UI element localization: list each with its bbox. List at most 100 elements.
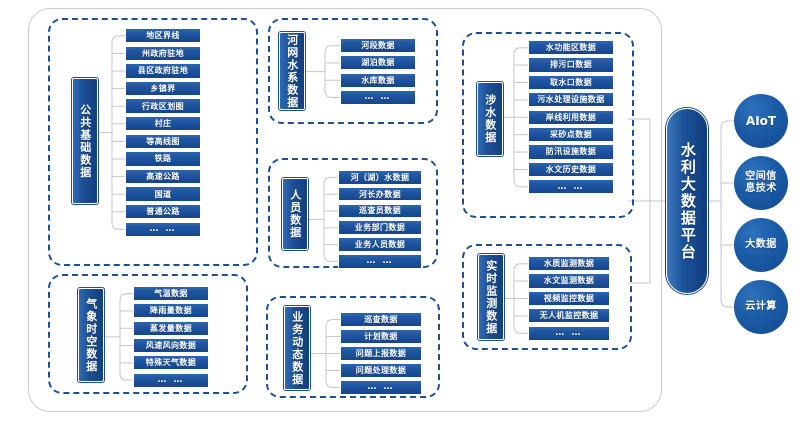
tech-circle-label: 空间信息技术 bbox=[745, 171, 777, 194]
item-label: 排污口数据 bbox=[550, 60, 592, 70]
tech-circle-big-data[interactable]: 大数据 bbox=[734, 218, 788, 272]
item-label: 问题处理数据 bbox=[355, 365, 407, 375]
group-water-related-data bbox=[462, 32, 634, 218]
item-label: 高速公路 bbox=[146, 171, 180, 181]
item-box[interactable]: 铁路 bbox=[125, 151, 201, 167]
item-box[interactable]: 河（湖）水数据 bbox=[338, 170, 422, 185]
tech-circle-cloud-computing[interactable]: 云计算 bbox=[734, 280, 788, 334]
tech-circle-aiot[interactable]: AIoT bbox=[734, 94, 788, 148]
item-box[interactable]: 乡镇界 bbox=[125, 80, 201, 97]
item-label: 村庄 bbox=[154, 119, 172, 129]
item-box[interactable]: 排污口数据 bbox=[528, 57, 614, 73]
item-box[interactable]: 国道 bbox=[125, 186, 201, 202]
item-box[interactable]: 问题处理数据 bbox=[340, 363, 422, 378]
item-box[interactable]: 高速公路 bbox=[125, 168, 201, 185]
item-box[interactable]: 水文监测数据 bbox=[528, 273, 610, 289]
item-box[interactable]: 防汛设施数据 bbox=[528, 144, 614, 160]
item-label: 岸线利用数据 bbox=[545, 112, 597, 122]
item-box[interactable]: … … bbox=[340, 89, 416, 105]
item-label: 巡查数据 bbox=[364, 314, 398, 324]
item-box[interactable]: 村庄 bbox=[125, 116, 201, 132]
item-box[interactable]: … … bbox=[528, 325, 610, 341]
category-business-dynamic-data[interactable]: 业务动态数据 bbox=[284, 306, 310, 390]
item-box[interactable]: 取水口数据 bbox=[528, 74, 614, 90]
category-label: 人员数据 bbox=[288, 189, 302, 239]
item-label: … … bbox=[364, 92, 392, 103]
group-river-network-water-system-data bbox=[268, 18, 438, 124]
item-label: 水功能区数据 bbox=[545, 43, 597, 53]
item-box[interactable]: 降雨量数据 bbox=[133, 303, 209, 319]
category-label: 业务动态数据 bbox=[290, 310, 304, 386]
item-box[interactable]: 等高线图 bbox=[125, 133, 201, 149]
item-box[interactable]: 无人机监控数据 bbox=[528, 308, 610, 324]
item-box[interactable]: 视频监控数据 bbox=[528, 290, 610, 306]
item-label: 州政府驻地 bbox=[142, 48, 184, 58]
platform-box[interactable]: 水利大数据平台 bbox=[666, 108, 708, 294]
item-box[interactable]: 业务人员数据 bbox=[338, 237, 422, 252]
item-box[interactable]: … … bbox=[528, 179, 614, 195]
item-box[interactable]: 污水处理设施数据 bbox=[528, 92, 614, 108]
item-box[interactable]: 水功能区数据 bbox=[528, 40, 614, 56]
item-label: 地区界线 bbox=[146, 31, 180, 41]
item-box[interactable]: 采砂点数据 bbox=[528, 127, 614, 143]
item-box[interactable]: 水文历史数据 bbox=[528, 161, 614, 177]
item-box[interactable]: 普通公路 bbox=[125, 204, 201, 220]
item-label: 视频监控数据 bbox=[543, 293, 595, 303]
item-label: 问题上报数据 bbox=[355, 348, 407, 358]
item-box[interactable]: 水库数据 bbox=[340, 72, 416, 88]
item-box[interactable]: … … bbox=[133, 372, 209, 388]
item-box[interactable]: 岸线利用数据 bbox=[528, 109, 614, 125]
category-river-network-water-system-data[interactable]: 河网水系数据 bbox=[279, 32, 305, 110]
item-label: 蒸发量数据 bbox=[150, 323, 192, 333]
category-realtime-monitoring-data[interactable]: 实时监测数据 bbox=[478, 254, 504, 340]
item-box[interactable]: 风速风向数据 bbox=[133, 337, 209, 353]
item-box[interactable]: 计划数据 bbox=[340, 329, 422, 344]
item-label: 计划数据 bbox=[364, 331, 398, 341]
item-box[interactable]: 水质监测数据 bbox=[528, 256, 610, 272]
item-label: 降雨量数据 bbox=[150, 306, 192, 316]
item-box[interactable]: … … bbox=[125, 221, 201, 237]
group-business-dynamic-data bbox=[266, 296, 440, 398]
item-label: 污水处理设施数据 bbox=[537, 95, 605, 105]
category-meteorological-spatiotemporal-data[interactable]: 气象时空数据 bbox=[78, 288, 104, 382]
item-box[interactable]: 气温数据 bbox=[133, 286, 209, 302]
category-personnel-data[interactable]: 人员数据 bbox=[282, 178, 308, 250]
category-public-basic-data[interactable]: 公共基础数据 bbox=[72, 78, 98, 204]
item-box[interactable]: 河段数据 bbox=[340, 38, 416, 54]
category-water-related-data[interactable]: 涉水数据 bbox=[477, 82, 503, 156]
item-label: 行政区划图 bbox=[142, 101, 184, 111]
item-label: 防汛设施数据 bbox=[545, 147, 597, 157]
item-box[interactable]: 河长办数据 bbox=[338, 186, 422, 202]
category-label: 河网水系数据 bbox=[285, 33, 299, 109]
item-box[interactable]: 地区界线 bbox=[125, 28, 201, 44]
item-box[interactable]: 巡查员数据 bbox=[338, 203, 422, 219]
item-box[interactable]: 蒸发量数据 bbox=[133, 320, 209, 336]
tech-circle-spatial-information-technology[interactable]: 空间信息技术 bbox=[734, 156, 788, 210]
item-box[interactable]: 巡查数据 bbox=[340, 312, 422, 327]
item-label: … … bbox=[157, 375, 185, 386]
category-label: 公共基础数据 bbox=[78, 103, 92, 179]
item-box[interactable]: … … bbox=[338, 254, 422, 269]
item-label: 河段数据 bbox=[361, 41, 395, 51]
item-box[interactable]: … … bbox=[340, 380, 422, 395]
group-public-basic-data bbox=[48, 18, 258, 266]
group-meteorological-spatiotemporal-data bbox=[48, 274, 248, 394]
item-label: 业务人员数据 bbox=[354, 239, 406, 249]
item-box[interactable]: 湖泊数据 bbox=[340, 55, 416, 71]
tech-circle-label: AIoT bbox=[745, 113, 777, 128]
group-realtime-monitoring-data bbox=[462, 244, 632, 350]
item-box[interactable]: 行政区划图 bbox=[125, 98, 201, 114]
item-label: … … bbox=[555, 328, 583, 339]
item-box[interactable]: 县区政府驻地 bbox=[125, 63, 201, 79]
item-label: … … bbox=[366, 256, 394, 267]
item-box[interactable]: 特殊天气数据 bbox=[133, 355, 209, 371]
item-label: 水质监测数据 bbox=[543, 259, 595, 269]
item-label: 国道 bbox=[154, 189, 172, 199]
item-label: 取水口数据 bbox=[550, 77, 592, 87]
item-box[interactable]: 业务部门数据 bbox=[338, 220, 422, 235]
item-box[interactable]: 州政府驻地 bbox=[125, 45, 201, 61]
item-label: 采砂点数据 bbox=[550, 130, 592, 140]
item-label: 风速风向数据 bbox=[145, 340, 197, 350]
item-label: 水文监测数据 bbox=[543, 276, 595, 286]
item-box[interactable]: 问题上报数据 bbox=[340, 346, 422, 361]
